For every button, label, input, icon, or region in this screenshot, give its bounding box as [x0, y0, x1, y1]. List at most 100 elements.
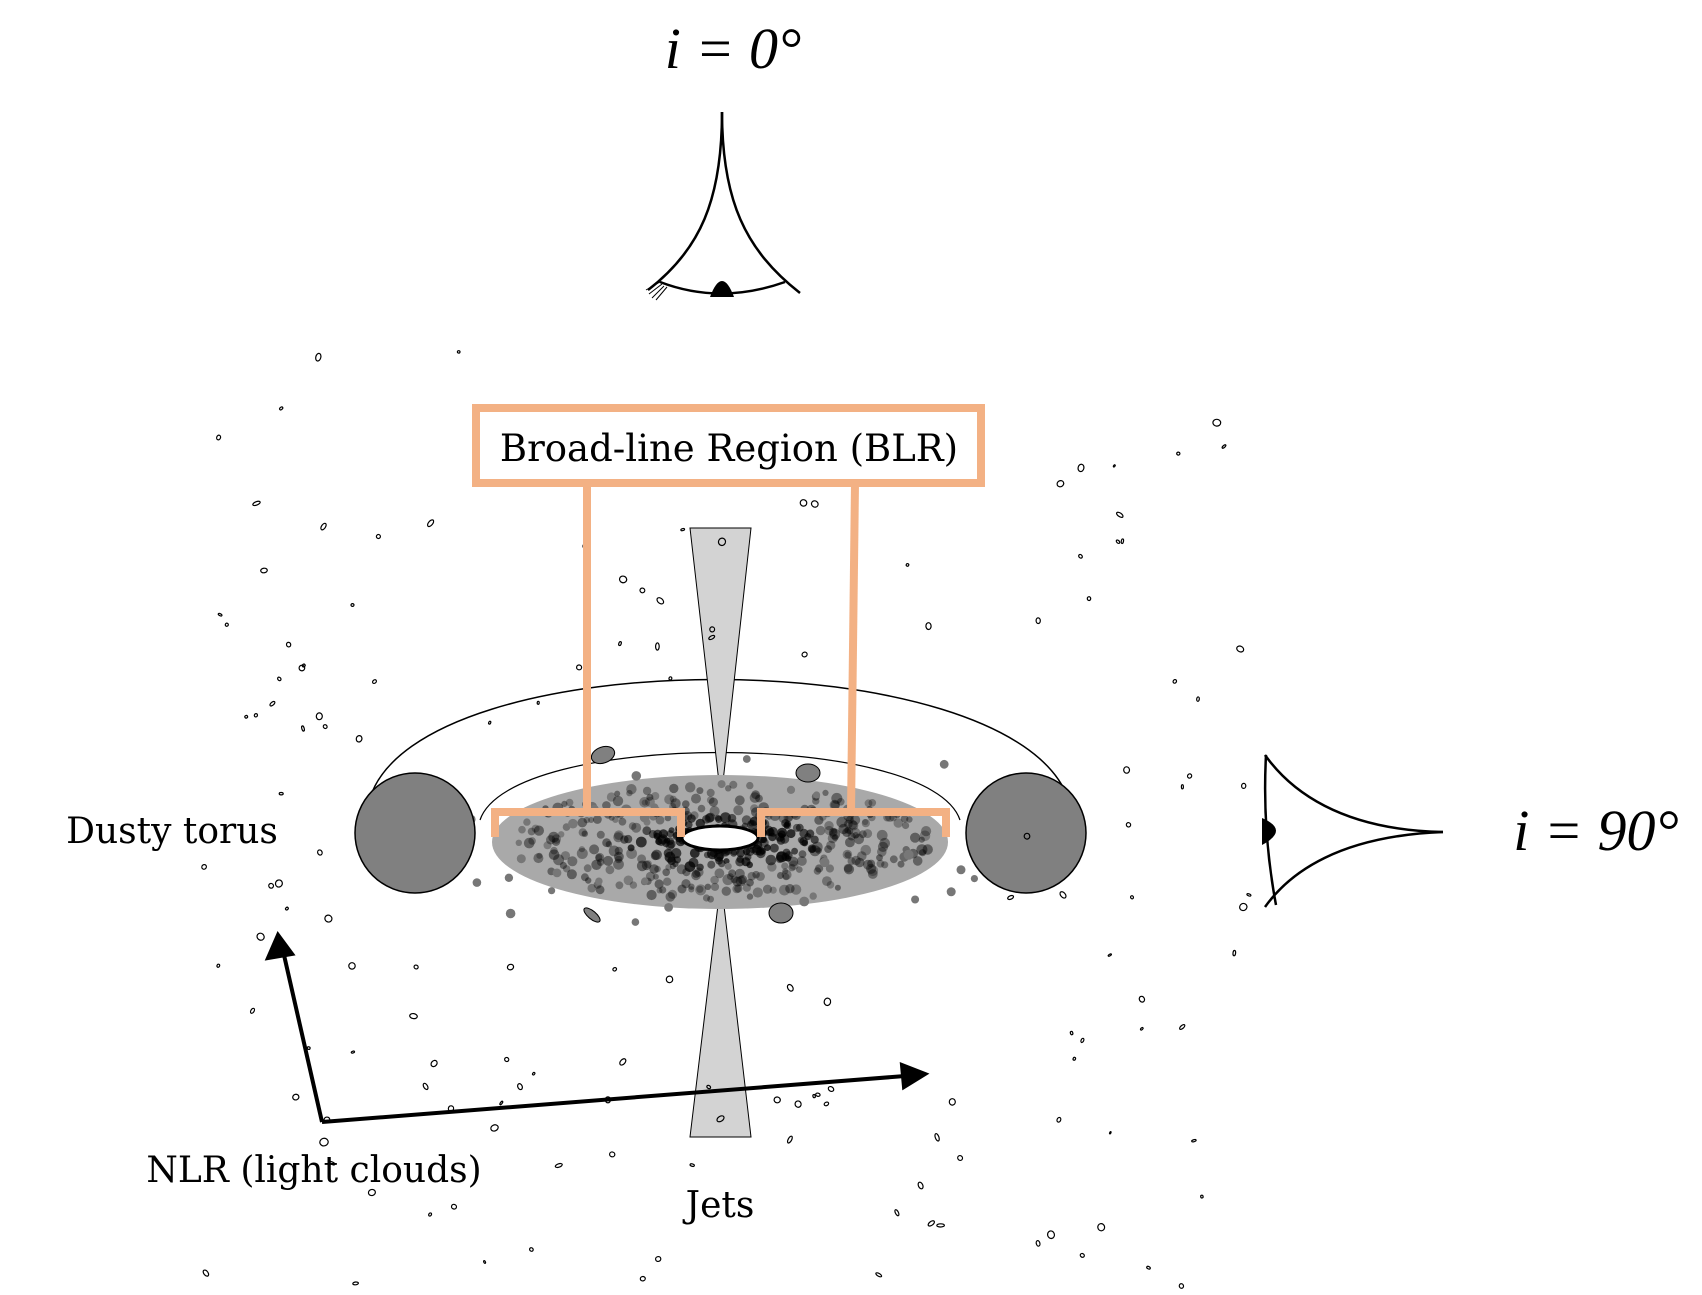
light-cloud	[1035, 617, 1041, 625]
light-cloud	[1178, 1283, 1185, 1289]
dense-cloud	[881, 861, 889, 869]
dense-cloud	[665, 892, 676, 902]
grey-cloud	[548, 887, 556, 895]
light-cloud	[786, 1135, 793, 1144]
dense-cloud	[637, 854, 647, 864]
dense-cloud	[707, 860, 716, 869]
light-cloud	[322, 724, 328, 730]
dense-cloud	[844, 827, 852, 834]
light-cloud	[1046, 1230, 1056, 1240]
light-cloud	[499, 1100, 504, 1106]
dense-cloud	[910, 832, 921, 843]
dense-cloud	[696, 863, 704, 871]
dense-cloud	[697, 804, 706, 813]
light-cloud	[216, 434, 222, 441]
dense-cloud	[728, 869, 736, 878]
dense-cloud	[608, 814, 615, 821]
dense-cloud	[667, 889, 678, 900]
light-cloud	[350, 602, 355, 608]
light-cloud	[274, 879, 283, 888]
light-cloud	[815, 1092, 821, 1097]
light-cloud	[810, 500, 819, 508]
dense-cloud	[762, 884, 773, 894]
dense-cloud	[606, 792, 617, 802]
dense-cloud	[581, 873, 589, 882]
dense-cloud	[659, 886, 667, 894]
light-cloud	[422, 1082, 429, 1091]
dense-cloud	[717, 780, 726, 789]
light-cloud	[812, 1093, 816, 1099]
light-cloud	[1069, 1030, 1074, 1036]
light-cloud	[1180, 784, 1185, 790]
dense-cloud	[786, 785, 796, 795]
dense-cloud	[848, 820, 859, 831]
grey-cloud	[505, 908, 516, 919]
dense-cloud	[639, 797, 650, 808]
dense-cloud	[768, 832, 777, 842]
dense-cloud	[850, 815, 861, 825]
dense-cloud	[565, 798, 574, 807]
dense-cloud	[585, 877, 592, 884]
dense-cloud	[786, 829, 796, 839]
light-cloud	[794, 1100, 802, 1108]
light-cloud	[324, 914, 333, 923]
light-cloud	[1123, 766, 1131, 774]
light-cloud	[905, 563, 910, 567]
dense-cloud	[831, 827, 837, 834]
light-cloud	[689, 1163, 695, 1168]
light-cloud	[948, 1098, 956, 1106]
dense-cloud	[561, 851, 570, 861]
dense-cloud	[755, 872, 765, 881]
light-cloud	[1196, 696, 1200, 702]
light-cloud	[927, 1220, 936, 1227]
dense-cloud	[567, 856, 578, 867]
dense-cloud	[877, 847, 887, 857]
dense-cloud	[751, 790, 760, 800]
light-cloud	[352, 1281, 359, 1286]
dense-cloud	[642, 786, 652, 796]
dense-cloud	[862, 818, 869, 826]
dense-cloud	[831, 792, 843, 804]
dense-cloud	[663, 877, 672, 886]
dense-cloud	[845, 837, 855, 848]
dense-cloud	[738, 875, 748, 885]
dense-cloud	[893, 818, 904, 828]
light-cloud	[217, 612, 223, 617]
grey-cloud	[516, 854, 526, 864]
light-cloud	[1056, 1116, 1062, 1123]
dense-cloud	[656, 887, 663, 894]
dense-cloud	[859, 830, 867, 839]
light-cloud	[612, 967, 618, 972]
dense-cloud	[725, 785, 732, 792]
dense-cloud	[742, 847, 751, 856]
light-cloud	[708, 634, 716, 641]
dense-cloud	[785, 884, 795, 894]
dense-cloud	[889, 855, 898, 864]
dense-cloud	[752, 870, 760, 879]
dense-cloud	[654, 865, 661, 873]
dense-cloud	[769, 886, 777, 894]
dense-cloud	[806, 829, 815, 838]
light-cloud	[1077, 463, 1085, 473]
dense-cloud	[921, 826, 932, 837]
dense-cloud	[857, 851, 867, 861]
dense-cloud	[809, 845, 821, 857]
dense-cloud	[867, 859, 876, 868]
dense-cloud	[732, 876, 743, 887]
light-cloud	[284, 906, 289, 911]
dense-cloud	[748, 820, 755, 827]
dense-cloud	[790, 884, 802, 895]
dense-cloud	[666, 837, 675, 845]
dense-cloud	[781, 869, 792, 880]
dense-cloud	[730, 875, 739, 884]
dense-cloud	[868, 799, 877, 807]
jets-label: Jets	[682, 1185, 755, 1226]
dense-cloud	[591, 859, 602, 870]
light-cloud	[1056, 480, 1065, 488]
light-cloud	[1246, 893, 1252, 897]
dense-cloud	[696, 885, 704, 893]
light-cloud	[268, 882, 275, 889]
light-cloud	[253, 713, 259, 718]
dense-cloud	[747, 819, 757, 830]
light-cloud	[1023, 832, 1031, 840]
